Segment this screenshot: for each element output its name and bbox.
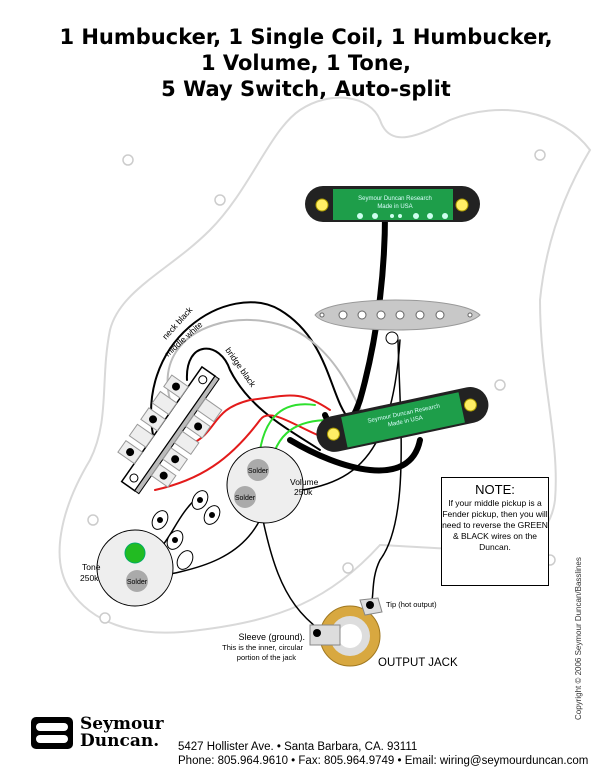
title-line-2: 1 Volume, 1 Tone, [200,51,412,75]
note-title: NOTE: [475,482,515,497]
note-box: NOTE: If your middle pickup is a Fender … [441,477,549,586]
copyright: Copyright © 2006 Seymour Duncan/Bassline… [574,557,583,720]
volume-label: Volume [290,477,319,487]
wire-red [189,394,331,446]
wire-neck-black [150,301,351,446]
logo-line-2: Duncan. [80,731,160,751]
wire-to-tip [369,339,402,606]
neck-humbucker: Seymour Duncan Research Made in USA [305,186,480,222]
neck-brand: Seymour Duncan Research [358,196,432,202]
tip-label: Tip (hot output) [386,600,437,609]
volume-solder-2: Solder [235,495,256,502]
tone-label: Tone [82,562,101,572]
middle-single-coil [314,299,481,345]
volume-pot: Solder Solder [191,446,304,525]
five-way-switch [117,365,223,495]
tone-value: 250k [80,573,99,583]
bridge-pickup-cable [287,437,423,474]
sleeve-label: Sleeve (ground). [238,632,305,642]
seymour-duncan-logo: Seymour Duncan. [30,716,164,750]
footer-address: 5427 Hollister Ave. • Santa Barbara, CA.… [178,741,418,753]
pickguard-outline [58,96,592,634]
output-jack-label: OUTPUT JACK [378,657,458,669]
bridge-humbucker: Seymour Duncan Research Made in USA [316,387,489,452]
tone-pot: Solder [96,510,194,607]
wire-red-2 [154,414,331,491]
neck-origin: Made in USA [377,204,412,210]
title-line-3: 5 Way Switch, Auto-split [161,77,451,101]
title-line-1: 1 Humbucker, 1 Single Coil, 1 Humbucker, [59,25,553,49]
footer-phone-email[interactable]: Phone: 805.964.9610 • Fax: 805.964.9749 … [178,755,589,767]
tone-solder: Solder [127,579,148,586]
logo-icon [31,717,73,749]
volume-solder-1: Solder [248,468,269,475]
diagram-title: 1 Humbucker, 1 Single Coil, 1 Humbucker,… [0,24,612,102]
logo-line-1: Seymour [80,714,164,734]
output-jack [309,597,383,667]
footer-contact: 5427 Hollister Ave. • Santa Barbara, CA.… [178,740,588,768]
wire-bridge-black [185,347,321,451]
sleeve-desc-1: This is the inner, circular [222,643,303,652]
screw-holes [87,149,556,624]
volume-value: 250k [294,487,313,497]
sleeve-desc-2: portion of the jack [237,653,296,662]
note-body: If your middle pickup is a Fender pickup… [442,498,548,552]
